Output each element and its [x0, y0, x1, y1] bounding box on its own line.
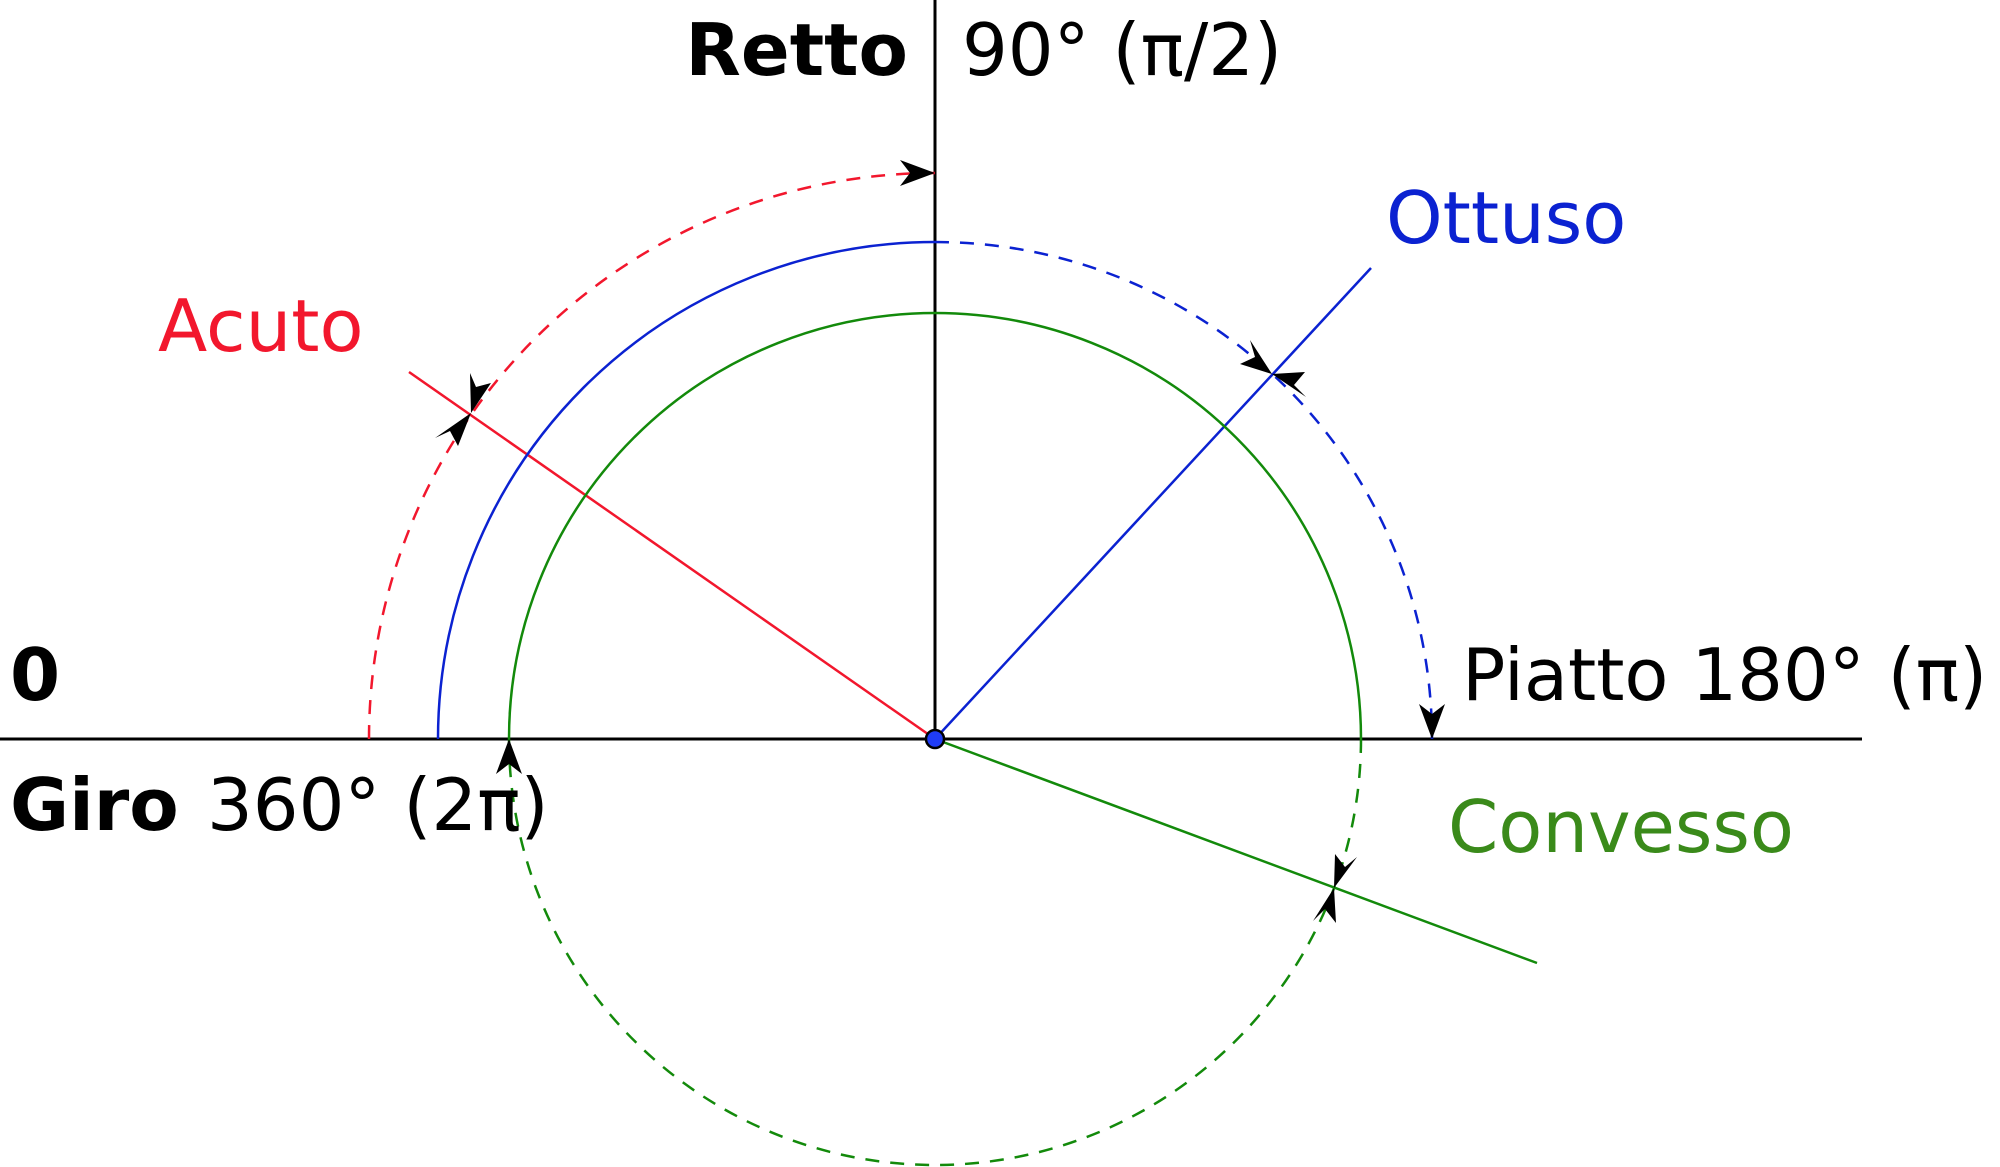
- center-point: [924, 728, 946, 750]
- ottuso-ray: [934, 267, 1372, 740]
- ottuso-arrow-lower: [1272, 372, 1306, 397]
- acuto-arrow-lower: [435, 413, 471, 446]
- acuto-arc: [367, 171, 936, 740]
- convesso-ray: [934, 737, 1538, 965]
- acuto-arrow-retto: [900, 160, 935, 186]
- ottuso-solid-arc: [436, 240, 936, 740]
- ottuso-label: Ottuso: [1386, 176, 1626, 260]
- piatto-label: Piatto 180° (π): [1462, 633, 1987, 717]
- giro-label: Giro: [10, 763, 179, 847]
- acuto-label: Acuto: [158, 284, 364, 368]
- piatto-arrow: [1419, 704, 1445, 739]
- convesso-arrow-lower: [1313, 888, 1336, 923]
- retto-label: Retto: [685, 8, 908, 92]
- convesso-label: Convesso: [1448, 785, 1794, 869]
- convesso-solid-arc: [507, 311, 1363, 740]
- convesso-arrow-upper: [1334, 854, 1357, 888]
- acuto-ray: [408, 370, 936, 741]
- acuto-arrow-upper: [470, 373, 491, 413]
- giro-arrow: [496, 739, 522, 774]
- giro-value-label: 360° (2π): [207, 763, 549, 847]
- ottuso-arrow-upper: [1240, 340, 1272, 374]
- retto-value-label: 90° (π/2): [962, 8, 1282, 92]
- zero-label: 0: [10, 633, 60, 717]
- convesso-dashed-arc: [507, 738, 1363, 1167]
- ottuso-dashed-arc: [934, 240, 1434, 740]
